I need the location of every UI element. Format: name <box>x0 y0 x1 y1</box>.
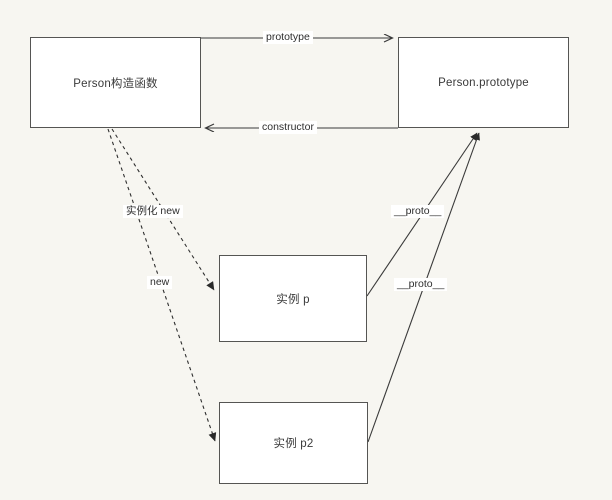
node-person-constructor[interactable]: Person构造函数 <box>30 37 201 128</box>
node-instance-p2-label: 实例 p2 <box>273 438 314 450</box>
node-person-prototype-label: Person.prototype <box>438 76 529 89</box>
node-instance-p-label: 实例 p <box>276 293 310 306</box>
node-instance-p2[interactable]: 实例 p2 <box>219 402 368 484</box>
edge-label-new-instance-p: 实例化 new <box>123 205 183 218</box>
edge-label-proto-instance-p: __proto__ <box>391 205 445 218</box>
node-person-prototype[interactable]: Person.prototype <box>398 37 569 128</box>
edge-label-new-instance-p2: new <box>147 276 173 289</box>
node-person-constructor-label: Person构造函数 <box>73 77 158 90</box>
edge-label-prototype: prototype <box>263 31 313 44</box>
node-instance-p[interactable]: 实例 p <box>219 255 367 342</box>
edge-label-proto-instance-p2: __proto__ <box>394 278 448 291</box>
edge-label-constructor: constructor <box>259 121 317 134</box>
